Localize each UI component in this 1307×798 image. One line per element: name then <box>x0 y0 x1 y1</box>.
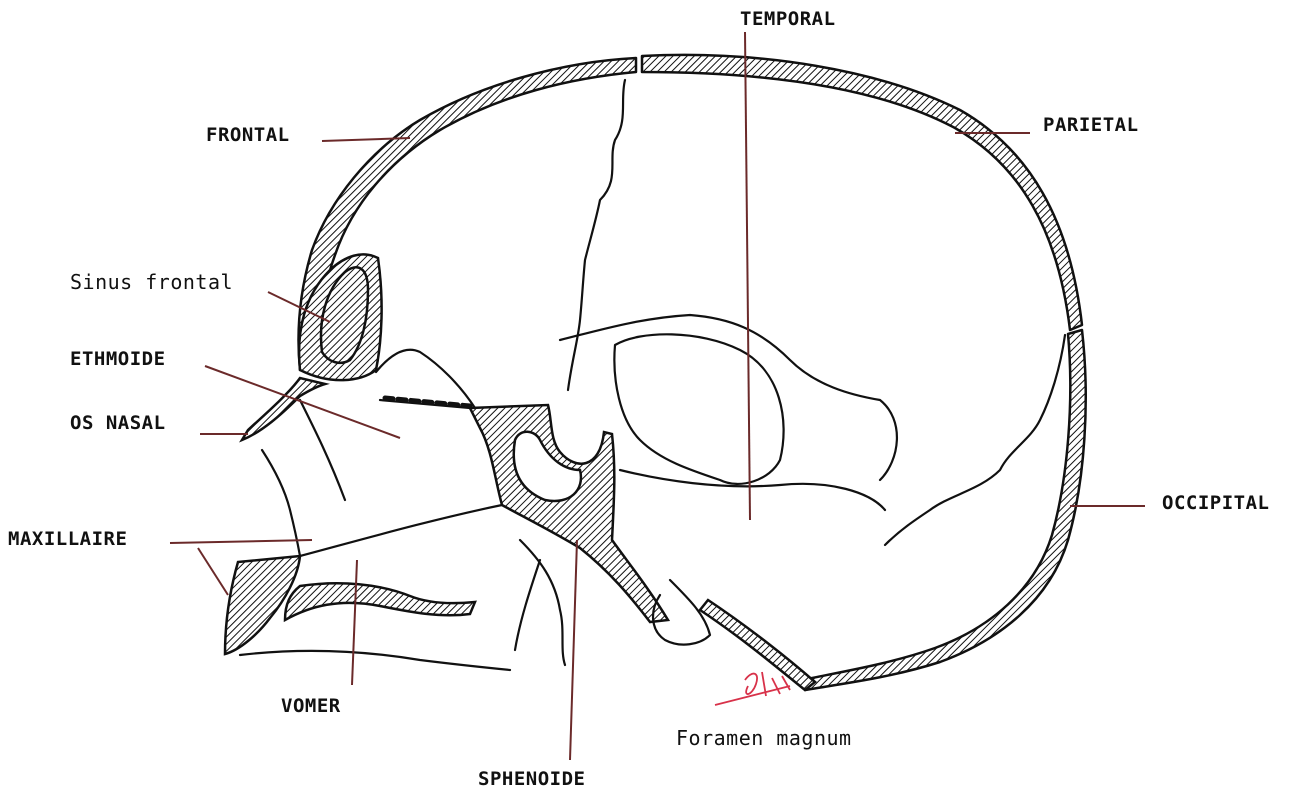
label-ethmoide: ETHMOIDE <box>70 348 166 370</box>
temporal-outline <box>614 334 783 484</box>
label-foramen-magnum: Foramen magnum <box>676 726 852 750</box>
parietal-bone-shell <box>642 55 1082 330</box>
label-maxillaire: MAXILLAIRE <box>8 528 127 550</box>
petrous-ridge <box>620 470 885 510</box>
leader-ethmoide <box>205 366 400 438</box>
label-occipital: OCCIPITAL <box>1162 492 1269 514</box>
leader-temporal <box>745 32 750 520</box>
leader-maxillaire <box>170 540 312 543</box>
leader-vomer <box>352 560 357 685</box>
leader-sphenoide <box>570 540 577 760</box>
label-frontal: FRONTAL <box>206 124 290 146</box>
palate-edge <box>240 651 510 670</box>
pterygoid <box>515 540 565 665</box>
label-temporal: TEMPORAL <box>740 8 836 30</box>
label-parietal: PARIETAL <box>1043 114 1139 136</box>
nasal-bone <box>242 378 325 440</box>
zygomatic-line <box>300 400 502 556</box>
cranial-vault <box>299 55 1086 690</box>
label-os-nasal: OS NASAL <box>70 412 166 434</box>
label-sinus-frontal: Sinus frontal <box>70 270 233 294</box>
lambdoid-suture <box>885 335 1065 545</box>
artist-signature <box>715 672 790 705</box>
label-vomer: VOMER <box>281 695 341 717</box>
hard-palate <box>285 583 475 620</box>
occipital-bone-shell <box>802 330 1086 690</box>
label-sphenoide: SPHENOIDE <box>478 768 585 790</box>
leader-maxillaire-2 <box>198 548 228 595</box>
